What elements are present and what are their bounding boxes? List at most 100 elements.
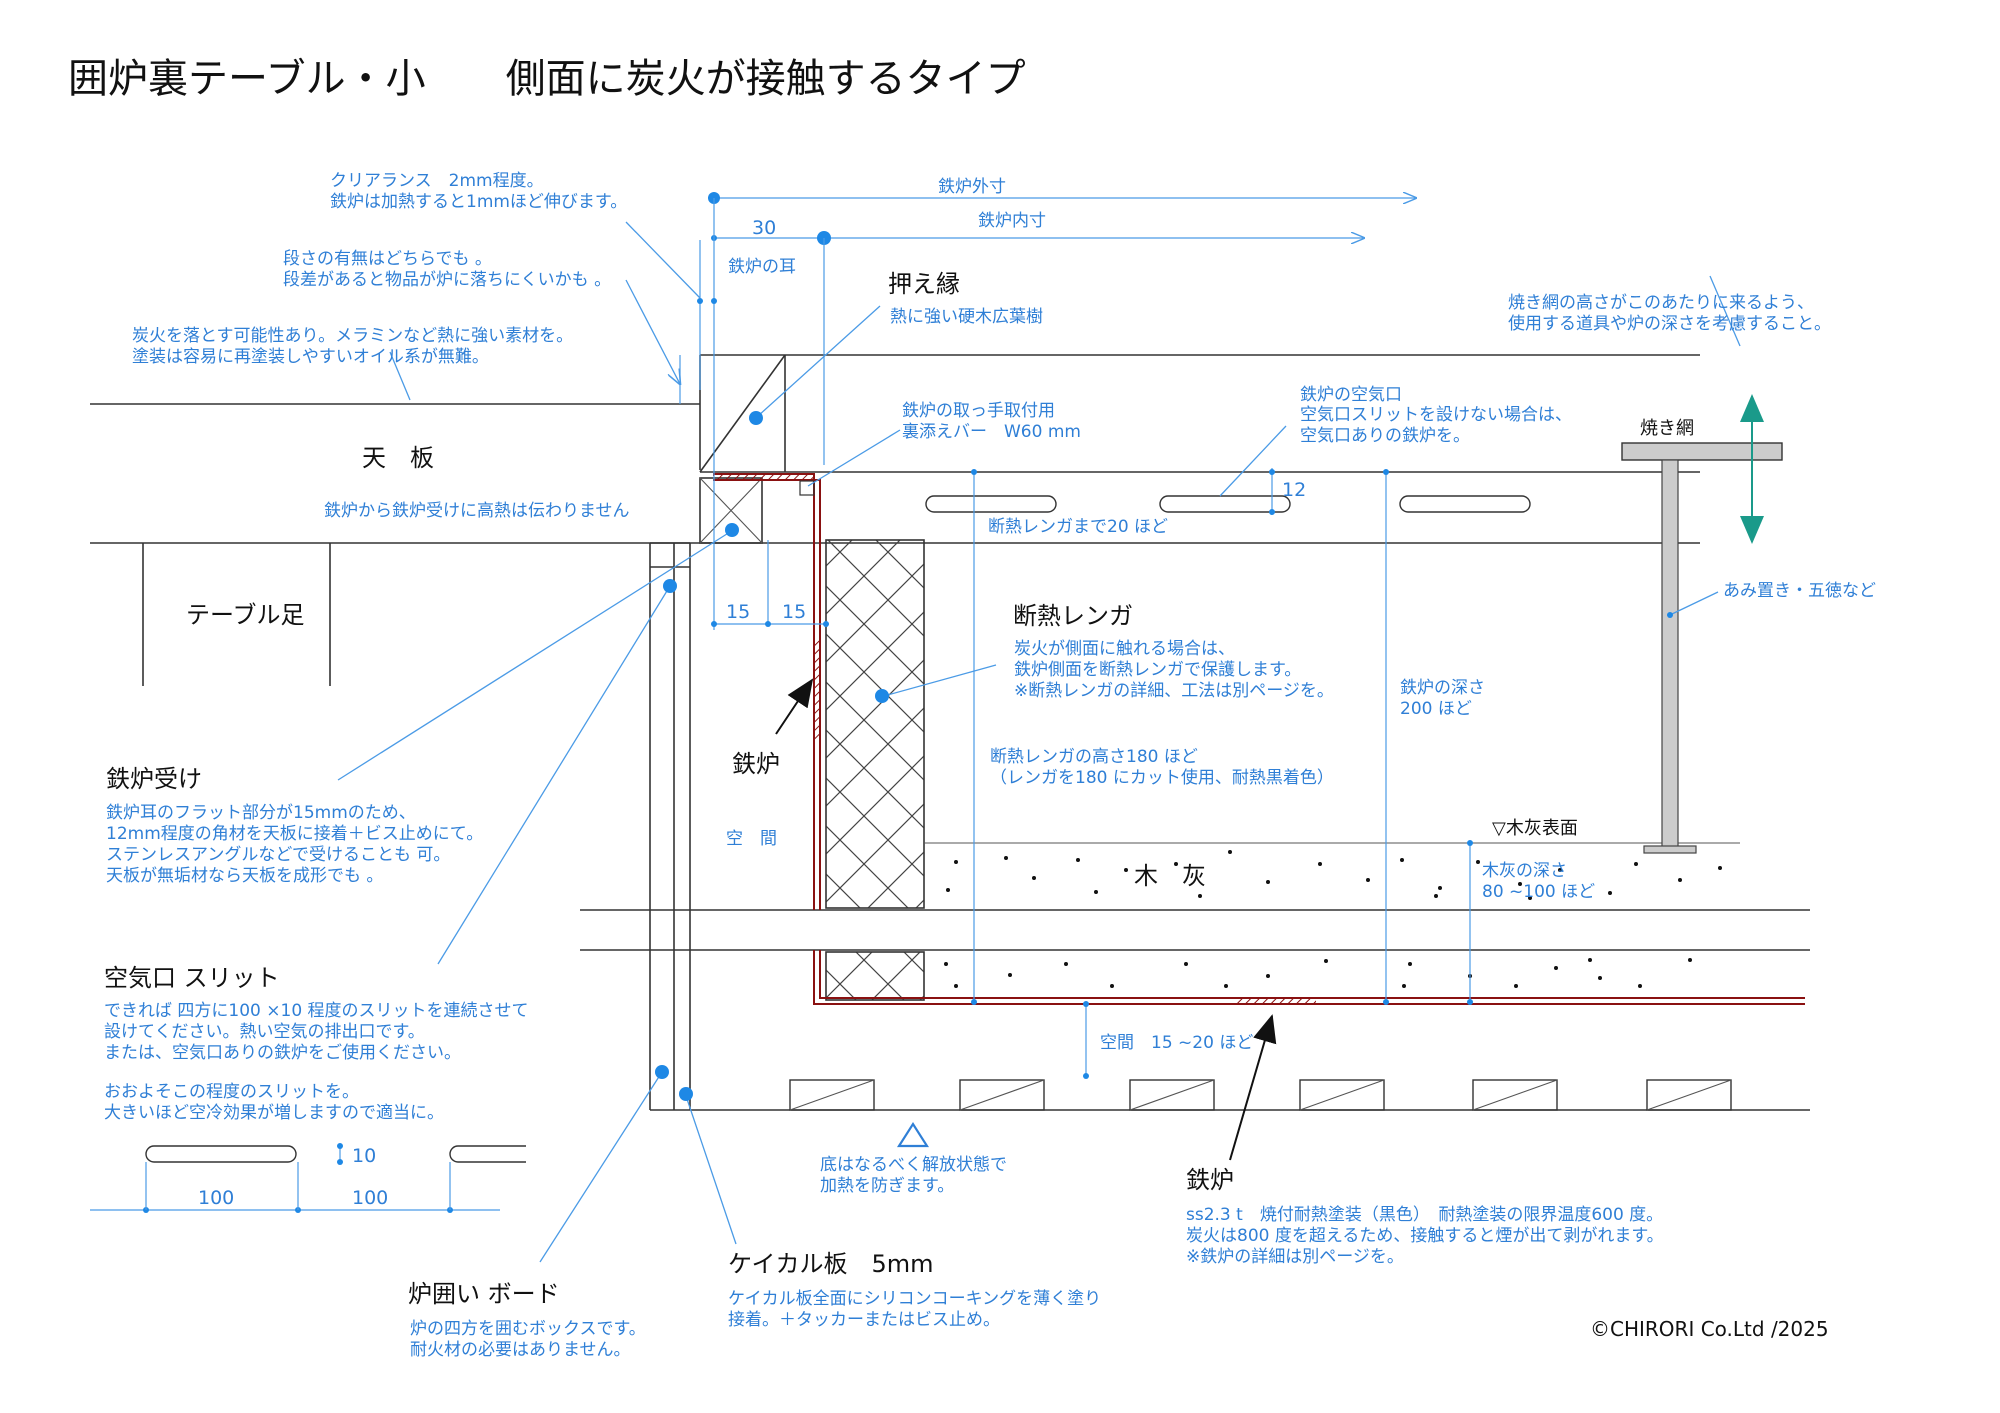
depth-label-1: 鉄炉の深さ: [1400, 678, 1485, 698]
grill-net: [1621, 442, 1783, 461]
open-note-2: 加熱を防ぎます。: [820, 1176, 954, 1196]
note-step-1: 段さの有無はどちらでも 。: [283, 249, 492, 269]
note-vent-2: 空気口スリットを設けない場合は、: [1300, 405, 1572, 425]
grill-stand-base: [1643, 845, 1697, 854]
ash-dots: [944, 850, 1722, 988]
note-clearance-2: 鉄炉は加熱すると1mmほど伸びます。: [330, 192, 627, 212]
finish-leader: [389, 351, 411, 401]
slit-title: 空気口 スリット: [104, 964, 280, 992]
gap-dot-a: [1083, 1001, 1089, 1007]
iron-note-2: 炭火は800 度を超えるため、接触すると煙が出て剥がれます。: [1186, 1226, 1664, 1246]
slit-note-4: おおよそこの程度のスリットを。: [104, 1082, 359, 1102]
floor-vent-row: [789, 1079, 1732, 1111]
press-edge-dot: [749, 411, 763, 425]
press-edge-diagonal: [699, 354, 786, 473]
ash-depth-2: 80 ~100 ほど: [1482, 882, 1595, 902]
brick-leader: [883, 664, 997, 697]
label-ear: 鉄炉の耳: [728, 257, 796, 277]
ash-depth-dot-b: [1467, 999, 1473, 1005]
label-dim15a: 15: [726, 601, 750, 623]
label-press-edge: 押え縁: [888, 270, 960, 298]
furnace-side-hatch: [814, 640, 820, 740]
brick-height-1: 断熱レンガの高さ180 ほど: [990, 747, 1198, 767]
slit-dim-100a: 100: [198, 1187, 234, 1209]
receiver-note-3: ステンレスアングルなどで受けることも 可。: [106, 845, 450, 865]
receiver-note-1: 鉄炉耳のフラット部分が15mmのため、: [106, 803, 416, 823]
label-gap: 空間 15 ~20 ほど: [1100, 1033, 1253, 1053]
label-amiyaki: 焼き網: [1640, 418, 1694, 439]
note-bar-2: 裏添えバー W60 mm: [902, 421, 1081, 442]
iron-title: 鉄炉: [1186, 1166, 1234, 1194]
label-tenban: 天 板: [362, 444, 434, 472]
dim15-dot-b: [765, 621, 771, 627]
brick-dot: [875, 689, 889, 703]
page-title: 囲炉裏テーブル・小 側面に炭火が接触するタイプ: [68, 56, 1026, 102]
keikal-note-2: 接着。＋タッカーまたはビス止め。: [728, 1310, 1000, 1330]
keikal-dot: [679, 1087, 693, 1101]
note-bar-1: 鉄炉の取っ手取付用: [902, 401, 1055, 421]
depth-label-2: 200 ほど: [1400, 699, 1472, 719]
board-leader: [539, 1071, 663, 1263]
label-dim30: 30: [752, 217, 776, 239]
receiver-leader: [337, 531, 731, 781]
vent-slit-1: [925, 495, 1057, 513]
receiver-note-2: 12mm程度の角材を天板に接着＋ビス止めにて。: [106, 824, 483, 844]
iron-note-1: ss2.3 t 焼付耐熱塗装（黒色） 耐熱塗装の限界温度600 度。: [1186, 1204, 1663, 1225]
label-ash-surface: ▽木灰表面: [1492, 818, 1578, 839]
receiver-block-cross: [699, 477, 763, 544]
net-height-leader: [1709, 275, 1741, 347]
slit12-dot-a: [1269, 469, 1275, 475]
example-slit-1: [145, 1145, 297, 1163]
note-no-heat: 鉄炉から鉄炉受けに高熱は伝わりません: [324, 501, 630, 521]
slit-note-2: 設けてください。熱い空気の排出口です。: [104, 1022, 425, 1042]
ex10-dot-a: [337, 1143, 343, 1149]
note-net-height-2: 使用する道具や炉の深さを考慮すること。: [1508, 313, 1831, 334]
slit-note-3: または、空気口ありの鉄炉をご使用ください。: [104, 1042, 461, 1063]
label-press-edge-sub: 熱に強い硬木広葉樹: [890, 307, 1043, 327]
board-title: 炉囲い ボード: [408, 1280, 560, 1308]
note-vent-3: 空気口ありの鉄炉を。: [1300, 426, 1470, 446]
receiver-note-4: 天板が無垢材なら天板を成形でも 。: [106, 866, 383, 886]
slit-note-1: できれば 四方に100 ×10 程度のスリットを連続させて: [104, 1001, 529, 1021]
board-note-1: 炉の四方を囲むボックスです。: [410, 1319, 646, 1339]
label-ami-stand: あみ置き・五徳など: [1723, 581, 1876, 601]
furnace-bottom-hatch: [1236, 998, 1316, 1004]
note-finish-1: 炭火を落とす可能性あり。メラミンなど熱に強い素材を。: [132, 326, 573, 346]
slit-note-5: 大きいほど空冷効果が増しますので適当に。: [104, 1103, 444, 1123]
gap-dot-b: [1083, 1073, 1089, 1079]
label-table-leg: テーブル足: [186, 601, 305, 629]
depth-dot-b: [1383, 999, 1389, 1005]
clearance-dot-right: [711, 298, 717, 304]
insulation-brick: [825, 539, 925, 909]
example-slit-2: [449, 1145, 526, 1163]
grill-stand: [1661, 459, 1679, 853]
label-outer: 鉄炉外寸: [938, 177, 1006, 197]
brick-title: 断熱レンガ: [1013, 602, 1133, 630]
dim15-dot-c: [823, 621, 829, 627]
label-dim12: 12: [1282, 479, 1306, 501]
open-note-1: 底はなるべく解放状態で: [820, 1155, 1007, 1175]
receiver-dot: [725, 523, 739, 537]
label-to-brick: 断熱レンガまで20 ほど: [988, 517, 1168, 537]
furnace-top-hatch: [713, 474, 813, 480]
clearance-leader: [625, 221, 701, 299]
brick-note-2: 鉄炉側面を断熱レンガで保護します。: [1014, 660, 1301, 680]
slit12-dot-b: [1269, 509, 1275, 515]
label-ash: 木 灰: [1134, 862, 1206, 890]
note-vent-1: 鉄炉の空気口: [1300, 385, 1402, 405]
ami-dot: [1667, 612, 1673, 618]
slit-dim-10: 10: [352, 1145, 376, 1167]
iron-furnace-bottom-inner: [819, 950, 1805, 999]
copyright: ©CHIRORI Co.Ltd /2025: [1590, 1317, 1829, 1341]
step-leader: [625, 279, 680, 384]
board-dot: [655, 1065, 669, 1079]
vent-slit-3: [1399, 495, 1531, 513]
brick-note-3: ※断熱レンガの詳細、工法は別ページを。: [1014, 681, 1334, 701]
note-clearance-1: クリアランス 2mm程度。: [330, 171, 544, 191]
keikal-leader: [685, 1095, 737, 1245]
ex10-dot-b: [337, 1159, 343, 1165]
press-edge-leader: [757, 305, 881, 417]
clearance-dot-left: [697, 298, 703, 304]
